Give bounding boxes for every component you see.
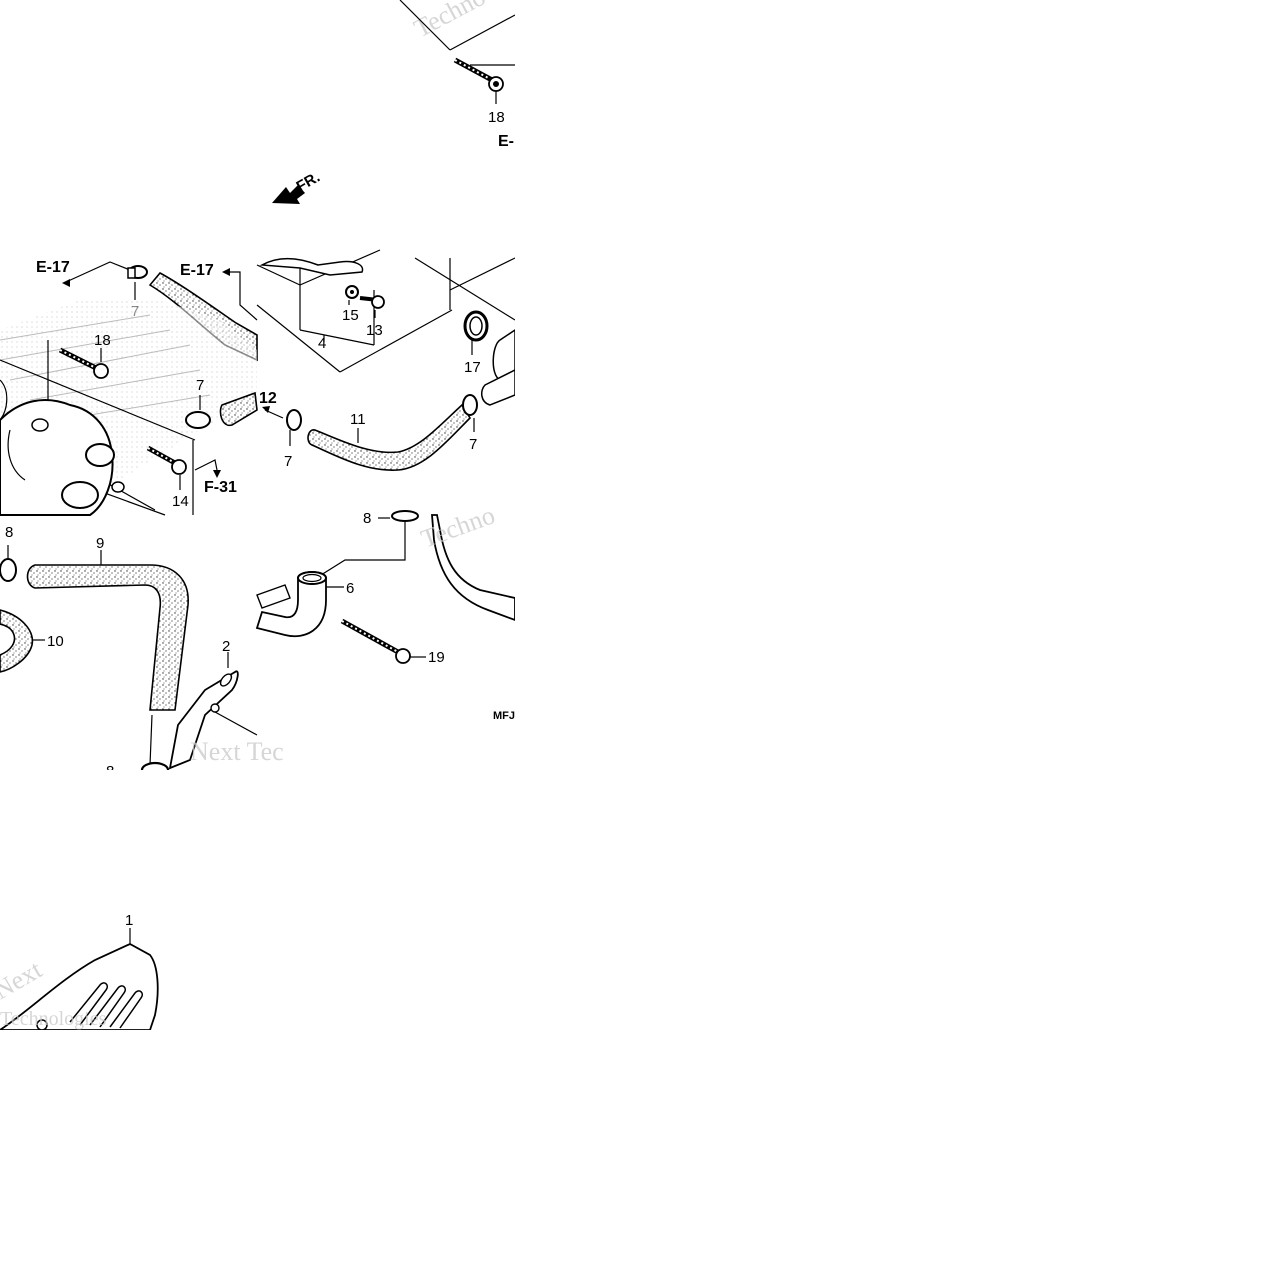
clamp-7-right-icon xyxy=(462,394,478,416)
bolt-19-icon xyxy=(340,618,411,664)
bolt-18-left-icon xyxy=(58,347,109,379)
watermark-right: Techno xyxy=(417,500,498,553)
hose-9-icon xyxy=(26,564,189,711)
callout-18-top: 18 xyxy=(488,109,505,126)
front-arrow-icon: FR. xyxy=(272,169,323,204)
callout-4: 4 xyxy=(318,335,326,352)
callout-13: 13 xyxy=(366,322,383,339)
oring-17-icon xyxy=(463,310,489,342)
watermark-mid: Next Tec xyxy=(190,737,284,766)
callout-7-d: 7 xyxy=(469,436,477,453)
clamp-8-top-icon xyxy=(391,510,419,522)
cover-1-icon xyxy=(0,942,159,1031)
callout-10: 10 xyxy=(47,633,64,650)
washer-15-icon xyxy=(345,285,359,299)
callout-15: 15 xyxy=(342,307,359,324)
callout-11: 11 xyxy=(350,411,366,428)
callout-7-c: 7 xyxy=(284,453,292,470)
hose-12-icon xyxy=(219,391,258,427)
water-pump-icon xyxy=(0,379,125,516)
callout-8-a: 8 xyxy=(5,524,13,541)
clamp-8-left-icon xyxy=(0,558,17,582)
bracket-2-icon xyxy=(168,670,239,770)
callout-18-left: 18 xyxy=(94,332,111,349)
cover-panel: 1 Next Technologies xyxy=(0,912,159,1031)
hose-10-icon xyxy=(0,609,34,673)
pipe-6-panel: 8 Techno 6 19 MFJ xyxy=(255,500,516,722)
watermark-bottom-2: Technologies xyxy=(0,1008,107,1030)
clamp-7-top-icon xyxy=(127,265,148,279)
callout-2: 2 xyxy=(222,638,230,655)
clamp-7-mid-icon xyxy=(185,411,211,429)
ref-f31: F-31 xyxy=(204,479,237,496)
callout-6: 6 xyxy=(346,580,354,597)
callout-19: 19 xyxy=(428,649,445,666)
bolt-18-top-icon xyxy=(453,57,504,92)
callout-9: 9 xyxy=(96,535,104,552)
pipe-6-icon xyxy=(255,571,327,638)
callout-8-b: 8 xyxy=(363,510,371,527)
ref-e17-mid: E-17 xyxy=(180,262,214,279)
callout-17: 17 xyxy=(464,359,481,376)
bolt-13-icon xyxy=(359,295,385,309)
diagram-code: MFJ xyxy=(493,710,515,722)
callout-14: 14 xyxy=(172,493,189,510)
pump-panel: E-17 7 E-17 18 xyxy=(0,259,277,516)
clamp-7-left-icon xyxy=(286,409,302,431)
watermark-bottom: Next xyxy=(0,954,47,1005)
hose-11-panel: 4 15 13 17 11 xyxy=(256,249,516,471)
bolt-14-icon xyxy=(146,445,187,475)
hose-9-panel: 8 9 10 2 8 Next Tec xyxy=(0,524,284,780)
callout-7-b: 7 xyxy=(196,377,204,394)
ref-e17-left: E-17 xyxy=(36,259,70,276)
callout-1: 1 xyxy=(125,912,133,929)
hose-11-icon xyxy=(307,403,472,471)
callout-12: 12 xyxy=(259,390,277,407)
ref-e-top: E- xyxy=(498,133,514,150)
